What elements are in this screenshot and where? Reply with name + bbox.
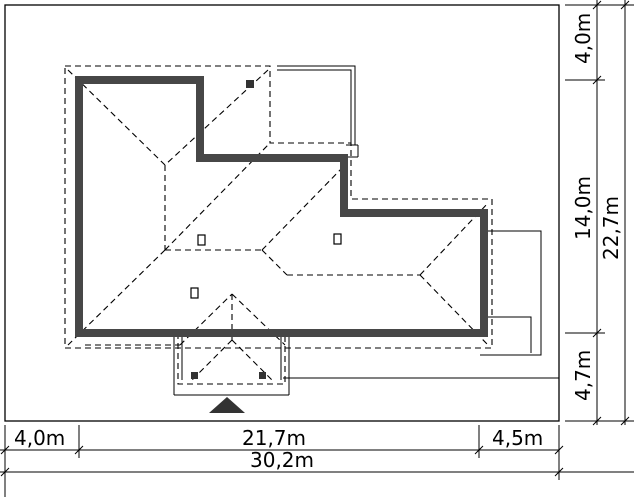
vent-2 — [333, 233, 342, 245]
porch-lines — [173, 333, 290, 396]
chimney-top — [246, 80, 254, 88]
dim-right-top: 4,0m — [571, 13, 595, 64]
dim-right-bottom: 4,7m — [571, 350, 595, 401]
dim-bottom-total: 30,2m — [250, 448, 314, 472]
dim-right-total: 22,7m — [599, 196, 623, 260]
porch-post-left — [191, 372, 198, 379]
side-lines — [283, 230, 559, 379]
roof-outline — [64, 65, 493, 385]
dim-bottom-left: 4,0m — [14, 426, 65, 450]
dim-right-middle: 14,0m — [571, 176, 595, 240]
house-walls — [75, 76, 488, 337]
dim-bottom-middle: 21,7m — [242, 426, 306, 450]
vent-3 — [190, 287, 199, 299]
plot-boundary — [4, 4, 560, 422]
entrance-marker — [209, 397, 245, 413]
dim-bottom-right: 4,5m — [492, 426, 543, 450]
bottom-dimension-lines — [0, 425, 634, 497]
vent-1 — [197, 234, 206, 246]
chimneys — [191, 80, 266, 379]
porch-post-right — [259, 372, 266, 379]
right-dimension-lines — [565, 0, 634, 426]
vents — [190, 233, 342, 299]
